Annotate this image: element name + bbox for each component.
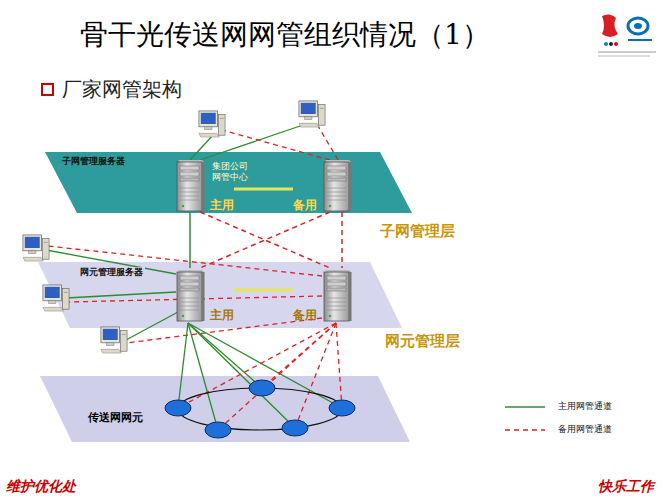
legend-slot: 备用网管通道 bbox=[558, 424, 612, 435]
footer-text: 维护优化处 bbox=[6, 478, 76, 495]
footer-text-slot: 快乐工作 bbox=[598, 478, 654, 495]
link-line bbox=[200, 212, 330, 268]
server-icon bbox=[322, 268, 352, 322]
link-line bbox=[234, 188, 293, 191]
server-box: 主用 bbox=[175, 268, 234, 322]
link-line bbox=[341, 212, 343, 268]
role-label: 备用 bbox=[293, 198, 317, 212]
bullet-text: 厂家网管架构 bbox=[62, 77, 182, 101]
title-slot: 骨干光传送网网管组织情况（1） bbox=[80, 18, 490, 52]
legend-text: 主用网管通道 bbox=[558, 401, 612, 412]
role-label: 主用 bbox=[210, 198, 234, 212]
server-group-name-slot: 子网管理服务器 bbox=[60, 156, 127, 167]
server-group-name: 网元管理服务器 bbox=[78, 267, 145, 278]
slide-title: 骨干光传送网网管组织情况（1） bbox=[80, 18, 490, 52]
logo bbox=[598, 14, 656, 56]
plane-shape bbox=[20, 372, 412, 447]
layer-name-slot: 传送网网元 bbox=[88, 411, 143, 424]
server-group-name-slot: 网元管理服务器 bbox=[78, 267, 145, 278]
footer-text: 快乐工作 bbox=[598, 478, 654, 495]
server-icon bbox=[175, 158, 205, 212]
role-label: 主用 bbox=[210, 308, 234, 322]
layer-title: 子网管理层 bbox=[380, 222, 455, 240]
footer-text-slot: 维护优化处 bbox=[6, 478, 76, 495]
center-name-slot: 集团公司 网管中心 bbox=[212, 161, 252, 183]
role-label: 备用 bbox=[293, 308, 317, 322]
legend-text: 备用网管通道 bbox=[558, 424, 612, 435]
layer-plane: 传送网网元 bbox=[20, 372, 412, 447]
server-box: 备用 bbox=[293, 268, 352, 322]
link-line bbox=[234, 289, 293, 292]
server-icon bbox=[175, 268, 205, 322]
layer-title: 网元管理层 bbox=[385, 332, 460, 350]
legend-slot: 主用网管通道 bbox=[558, 401, 612, 412]
server-group-name: 子网管理服务器 bbox=[60, 156, 127, 167]
layer-name: 传送网网元 bbox=[88, 411, 143, 424]
layer-title-slot: 子网管理层 bbox=[380, 222, 455, 240]
link-line bbox=[200, 212, 330, 268]
server-icon bbox=[322, 158, 352, 212]
center-name: 集团公司 网管中心 bbox=[212, 161, 252, 183]
layer-plane: 子网管理服务器 集团公司 网管中心子网管理层 主用 备用 bbox=[20, 148, 470, 243]
layer-title-slot: 网元管理层 bbox=[385, 332, 460, 350]
server-box: 备用 bbox=[293, 158, 352, 212]
link-line bbox=[189, 212, 191, 268]
layer-plane: 网元管理服务器网元管理层 主用 备用 bbox=[20, 258, 470, 353]
bullet-text-slot: 厂家网管架构 bbox=[62, 77, 182, 101]
